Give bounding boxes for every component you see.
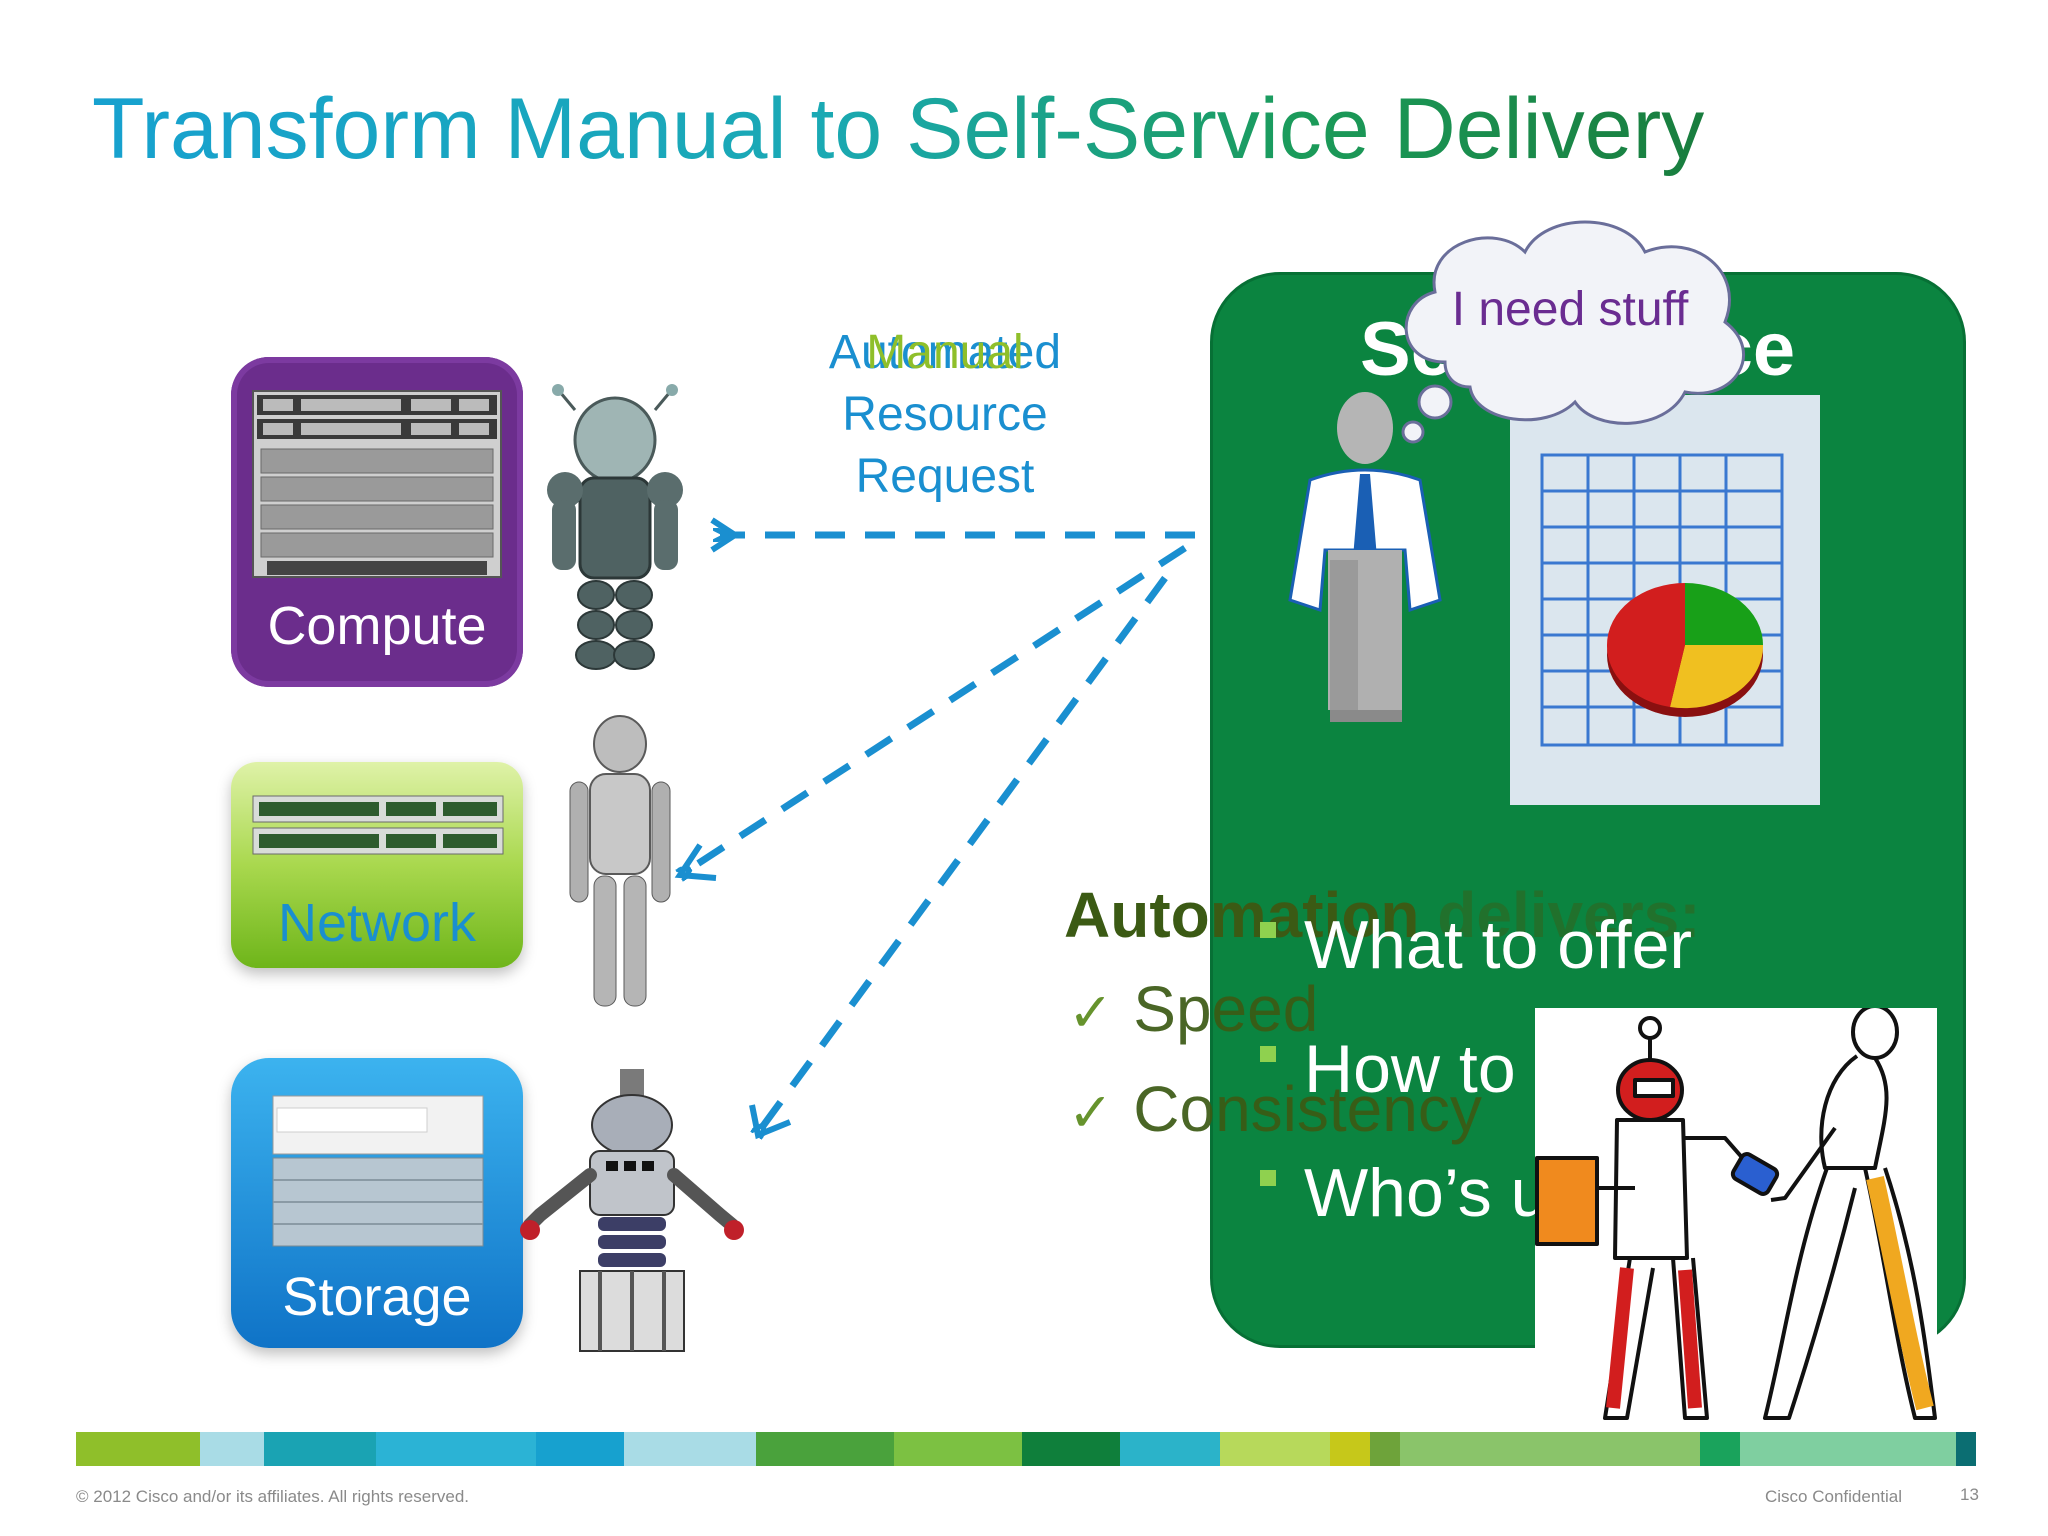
robby-robot-icon	[547, 384, 683, 670]
check-item-label: Consistency	[1133, 1073, 1482, 1145]
stripe-segment	[1370, 1432, 1400, 1466]
resource-request-label: Manual Automated Resource Request	[800, 322, 1090, 508]
stripe-segment	[76, 1432, 200, 1466]
request-automated-text: Automated	[828, 326, 1062, 379]
pie-chart-icon	[1606, 583, 1764, 717]
bullet-label: What to offer	[1304, 907, 1693, 983]
b9-robot-icon	[520, 1069, 744, 1352]
report-document-icon	[1510, 395, 1820, 805]
storage-tile: Storage	[231, 1058, 523, 1348]
copyright-text: © 2012 Cisco and/or its affiliates. All …	[76, 1487, 470, 1506]
arrowhead-storage	[749, 1104, 792, 1140]
bullet-square-icon	[1260, 922, 1276, 938]
arrowhead-compute	[710, 517, 741, 553]
stripe-segment	[376, 1432, 536, 1466]
bullet-square-icon	[1260, 1046, 1276, 1062]
check-item-label: Speed	[1133, 973, 1319, 1045]
stripe-segment	[894, 1432, 1022, 1466]
bullet-label: Who’s u	[1304, 1155, 1549, 1231]
stripe-segment	[1740, 1432, 1956, 1466]
slide-title: Transform Manual to Self-Service Deliver…	[92, 81, 1705, 177]
automation-heading: Automation delivers:	[1064, 878, 1701, 952]
stripe-segment	[756, 1432, 894, 1466]
storage-array-icon	[272, 1095, 484, 1247]
footer-color-stripe	[76, 1432, 1976, 1466]
automation-heading-bold: Automation	[1064, 879, 1420, 951]
stripe-segment	[1400, 1432, 1700, 1466]
stripe-segment	[536, 1432, 624, 1466]
silver-robot-icon	[569, 715, 671, 1007]
thought-bubble	[1401, 220, 1745, 444]
request-resource-text: Resource	[842, 388, 1048, 441]
stripe-segment	[200, 1432, 264, 1466]
network-label: Network	[277, 893, 477, 953]
page-number: 13	[1960, 1485, 1979, 1504]
server-rack-icon	[252, 390, 502, 578]
checkmark-icon: ✓	[1068, 1083, 1114, 1143]
network-tile: Network	[231, 762, 523, 968]
stripe-segment	[1120, 1432, 1220, 1466]
service-bullet-3: Who’s u	[1260, 1154, 1548, 1232]
stripe-segment	[1022, 1432, 1120, 1466]
request-manual-text: Manual	[866, 326, 1024, 379]
storage-label: Storage	[282, 1267, 472, 1327]
compute-label: Compute	[267, 596, 487, 656]
service-bullet-2: How to	[1260, 1030, 1516, 1108]
confidential-label: Cisco Confidential	[1765, 1487, 1903, 1506]
bullet-square-icon	[1260, 1170, 1276, 1186]
check-item-consistency: ✓ Consistency	[1068, 1072, 1482, 1146]
request-request-text: Request	[855, 450, 1035, 503]
business-person-icon	[1288, 392, 1442, 722]
robot-delivery-illustration	[1535, 1008, 1937, 1438]
stripe-segment	[1700, 1432, 1740, 1466]
stripe-segment	[1220, 1432, 1330, 1466]
compute-tile: Compute	[231, 357, 523, 687]
stripe-segment	[624, 1432, 756, 1466]
automation-heading-rest: delivers:	[1419, 879, 1701, 951]
service-bullet-1: What to offer	[1260, 906, 1692, 984]
stripe-segment	[1330, 1432, 1370, 1466]
stripe-segment	[264, 1432, 376, 1466]
arrowhead-network	[674, 843, 717, 881]
checkmark-icon: ✓	[1068, 983, 1114, 1043]
bullet-label: How to	[1304, 1031, 1516, 1107]
thought-text: I need stuff	[1451, 283, 1689, 336]
stripe-segment	[1956, 1432, 1976, 1466]
check-item-speed: ✓ Speed	[1068, 972, 1318, 1046]
network-switch-icon	[252, 795, 504, 855]
